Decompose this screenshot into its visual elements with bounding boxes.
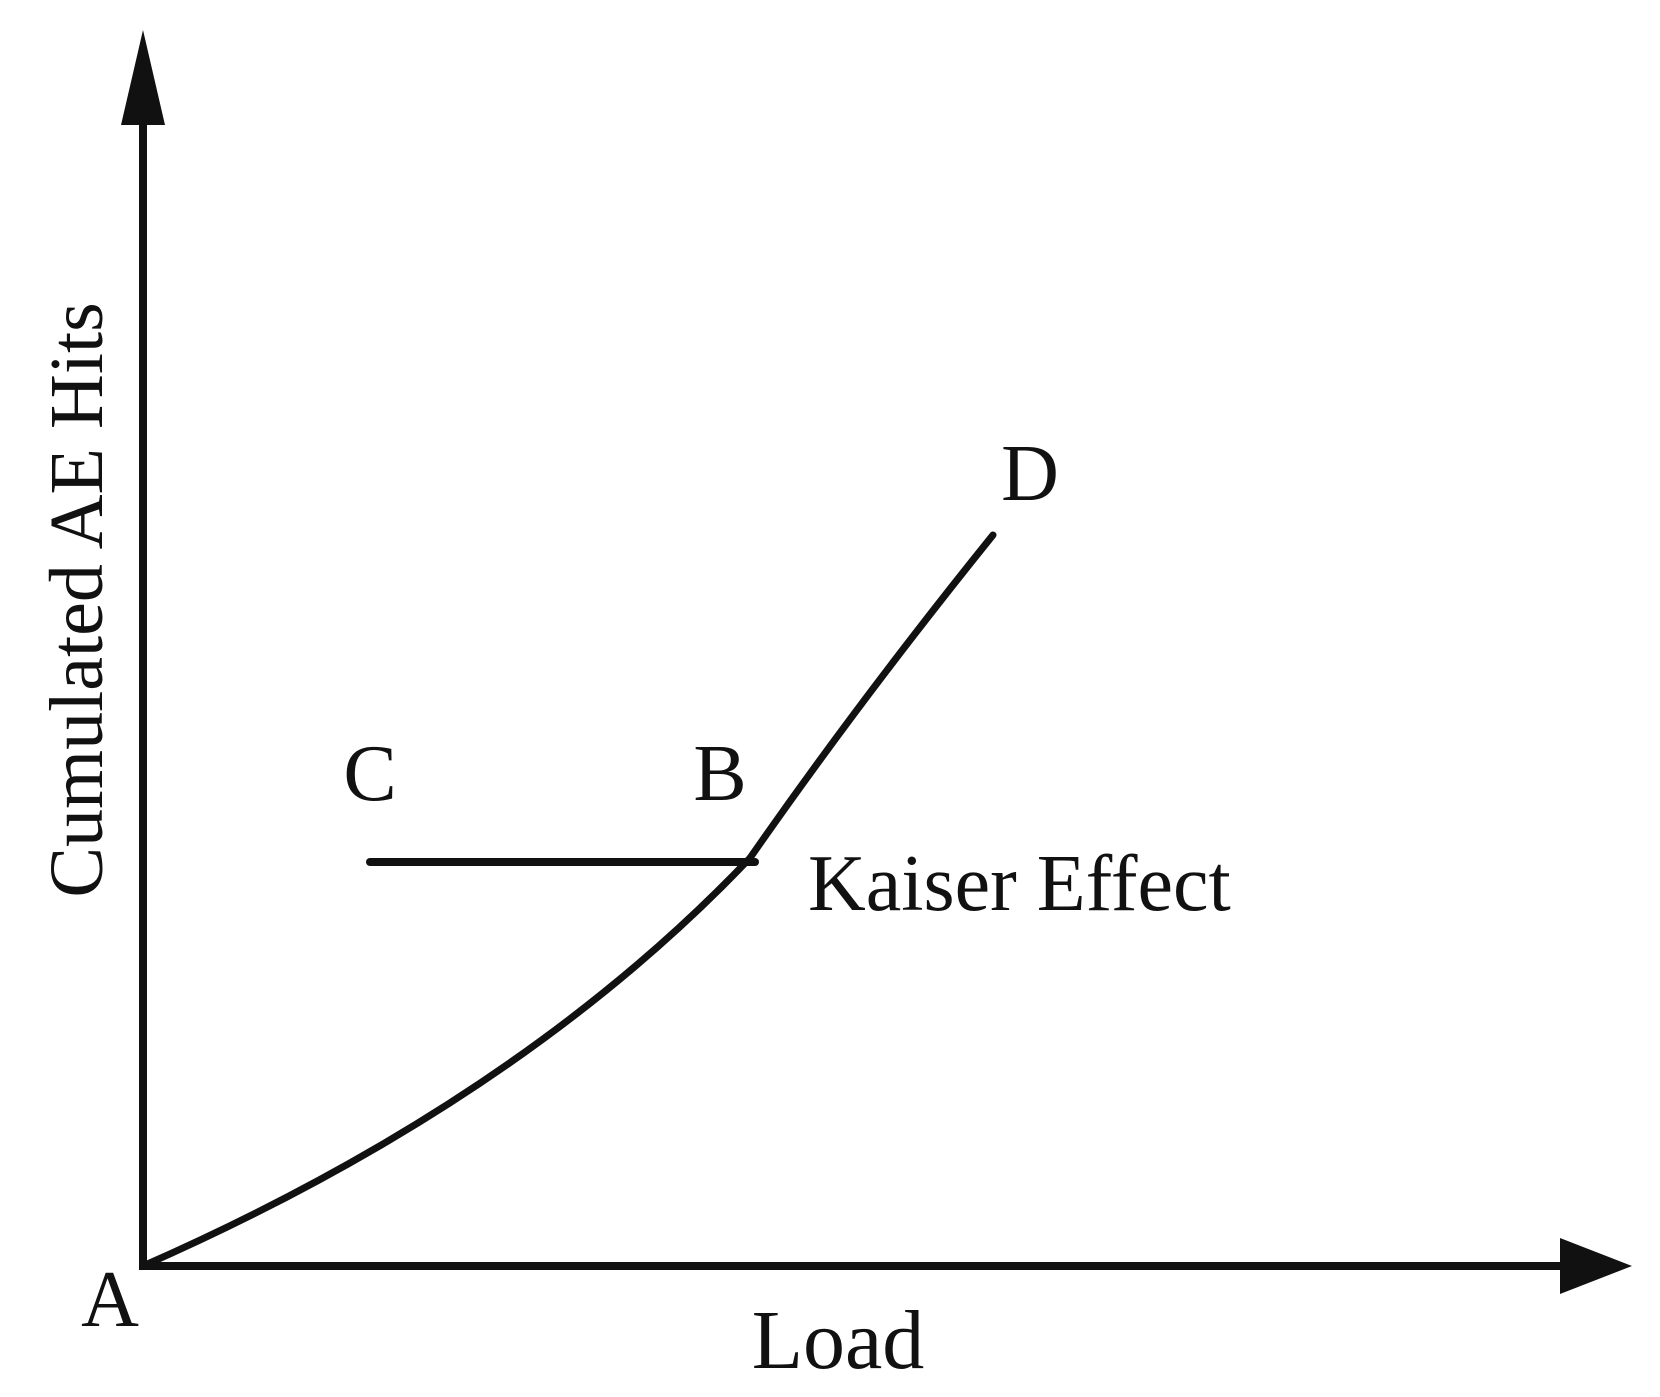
point-label-d: D	[1001, 430, 1059, 518]
x-axis-arrowhead	[1560, 1238, 1632, 1294]
y-axis-label: Cumulated AE Hits	[35, 302, 119, 897]
point-label-a: A	[81, 1256, 139, 1344]
loading-curve-b-to-d	[746, 531, 997, 862]
y-axis-arrowhead	[121, 30, 165, 125]
point-label-c: C	[343, 730, 396, 818]
point-label-b: B	[693, 730, 746, 818]
loading-curve-a-to-d	[139, 854, 754, 1270]
kaiser-effect-label: Kaiser Effect	[808, 840, 1231, 928]
x-axis-label: Load	[752, 1294, 925, 1387]
